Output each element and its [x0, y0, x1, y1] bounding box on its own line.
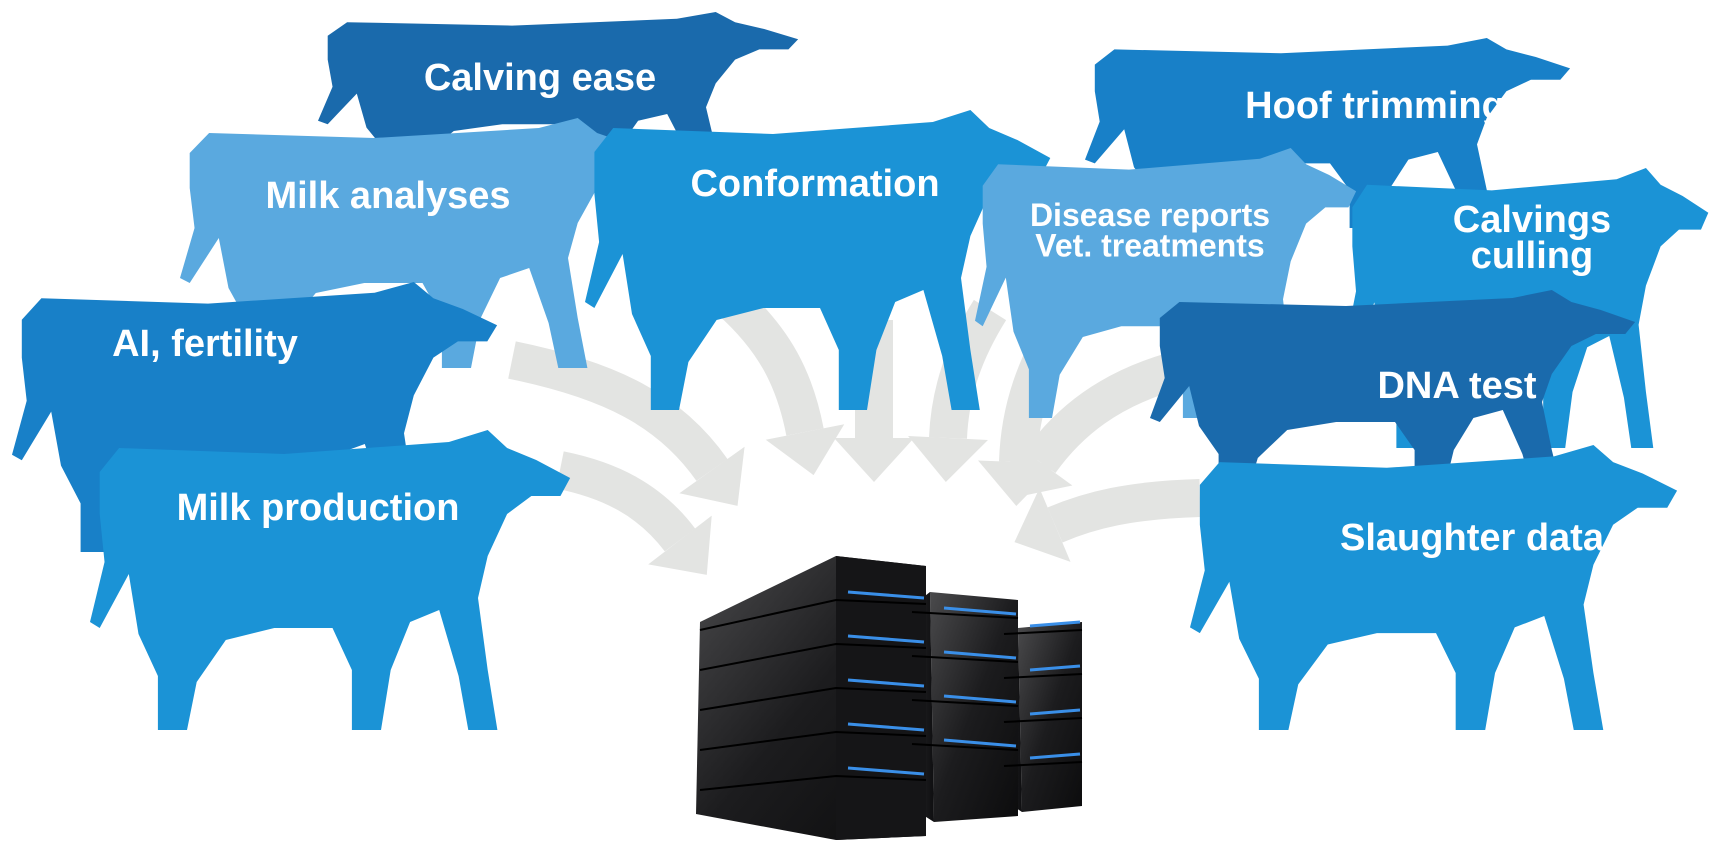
cow-dna-test: DNA test: [1150, 290, 1636, 490]
cow-label-line: culling: [1471, 235, 1593, 277]
cow-label-line: Milk production: [177, 487, 460, 529]
cow-label-line: AI, fertility: [112, 323, 298, 365]
data-flow-arrow: [1007, 353, 1176, 498]
data-flow-arrow: [508, 341, 745, 506]
cow-label-line: Milk analyses: [265, 175, 510, 217]
cow-label-line: Vet. treatments: [1035, 227, 1264, 263]
cow-calving-ease: Calving ease: [318, 12, 799, 182]
cow-silhouette-icon: [90, 430, 571, 730]
server-rack-icon: [696, 556, 1083, 840]
cow-ai-fertility: AI, fertility: [12, 282, 498, 552]
cow-label-conformation: Conformation: [690, 163, 939, 205]
data-flow-arrow: [717, 285, 845, 476]
cow-silhouette-icon: [1190, 445, 1678, 730]
cow-milk-analyses: Milk analyses: [180, 118, 661, 368]
cow-label-calving-ease: Calving ease: [424, 57, 656, 99]
cow-label-ai-fertility: AI, fertility: [112, 323, 298, 365]
cow-label-line: Calvings: [1453, 199, 1611, 241]
cow-label-line: Hoof trimming: [1245, 85, 1505, 127]
cow-label-dna-test: DNA test: [1377, 365, 1536, 407]
cow-milk-production: Milk production: [90, 430, 571, 730]
cow-label-hoof-trimming: Hoof trimming: [1245, 85, 1505, 127]
data-flow-arrow: [1014, 479, 1201, 562]
cow-label-line: DNA test: [1377, 365, 1536, 407]
cow-label-line: Slaughter data: [1340, 517, 1605, 559]
cow-slaughter-data: Slaughter data: [1190, 445, 1678, 730]
cow-label-slaughter-data: Slaughter data: [1340, 517, 1605, 559]
cow-label-line: Disease reports: [1030, 197, 1270, 233]
cow-label-line: Conformation: [690, 163, 939, 205]
cow-hoof-trimming: Hoof trimming: [1085, 38, 1571, 229]
data-flow-arrow: [556, 451, 712, 575]
cow-label-milk-production: Milk production: [177, 487, 460, 529]
cow-label-milk-analyses: Milk analyses: [265, 175, 510, 217]
cow-conformation: Conformation: [585, 110, 1051, 410]
cow-label-line: Calving ease: [424, 57, 656, 99]
